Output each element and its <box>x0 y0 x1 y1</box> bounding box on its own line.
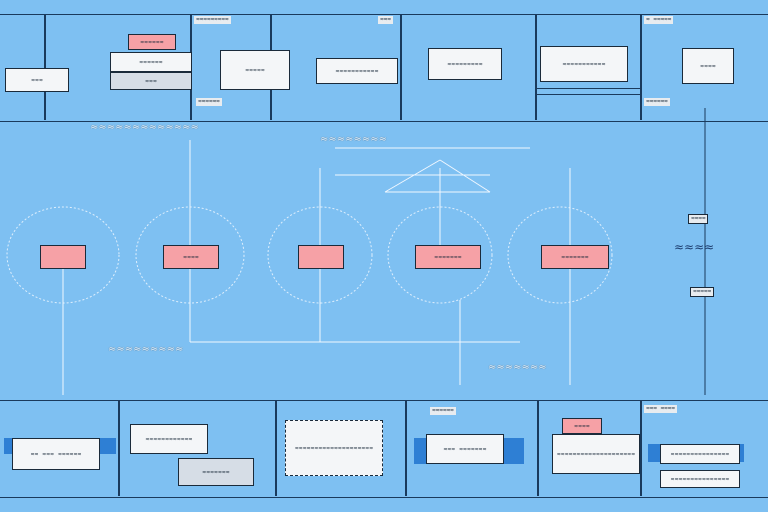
middle-heading-left: ≈≈≈≈≈≈≈≈≈≈≈≈≈ <box>90 122 199 133</box>
bottom-panel-4-header: ≈≈≈≈ <box>562 418 602 434</box>
top-divider-5 <box>535 14 537 120</box>
top-divider-6 <box>640 14 642 120</box>
bottom-divider-2 <box>275 400 277 496</box>
side-script: ≈≈≈≈ <box>674 240 715 254</box>
node-4[interactable]: ≈≈≈≈≈≈≈ <box>541 245 609 269</box>
bottom-divider-4 <box>537 400 539 496</box>
top-panel-5-rule-a <box>536 88 640 89</box>
side-tag-top: ≈≈≈≈ <box>688 214 709 224</box>
bottom-divider-3 <box>405 400 407 496</box>
bottom-divider-1 <box>118 400 120 496</box>
node-2[interactable] <box>298 245 344 269</box>
bottom-panel-0-box[interactable]: ≈≈ ≈≈≈ ≈≈≈≈≈≈ <box>12 438 100 470</box>
bottom-band <box>0 400 768 498</box>
top-band <box>0 14 768 122</box>
top-panel-2-box[interactable]: ≈≈≈≈≈ <box>220 50 290 90</box>
top-panel-1-header: ≈≈≈≈≈≈ <box>128 34 176 50</box>
bottom-panel-4-box[interactable]: ≈≈≈≈≈≈≈≈≈≈≈≈≈≈≈≈≈≈≈≈ <box>552 434 640 474</box>
bottom-panel-1-box-b[interactable]: ≈≈≈≈≈≈≈ <box>178 458 254 486</box>
bottom-panel-5-box-a[interactable]: ≈≈≈≈≈≈≈≈≈≈≈≈≈≈≈ <box>660 444 740 464</box>
node-0[interactable] <box>40 245 86 269</box>
top-panel-0-box[interactable]: ≈≈≈ <box>5 68 69 92</box>
top-panel-2-title: ≈≈≈≈≈≈≈≈≈ <box>194 16 231 24</box>
top-panel-2-footer: ≈≈≈≈≈≈ <box>196 98 222 106</box>
top-panel-4-box[interactable]: ≈≈≈≈≈≈≈≈≈ <box>428 48 502 80</box>
bottom-script-right: ≈≈≈≈≈≈≈ <box>488 362 547 373</box>
middle-heading-center: ≈≈≈≈≈≈≈≈ <box>320 134 388 145</box>
bottom-panel-5-box-b[interactable]: ≈≈≈≈≈≈≈≈≈≈≈≈≈≈≈ <box>660 470 740 488</box>
node-3[interactable]: ≈≈≈≈≈≈≈ <box>415 245 481 269</box>
bottom-divider-5 <box>640 400 642 496</box>
bottom-panel-5-title: ≈≈≈ ≈≈≈≈ <box>644 405 677 413</box>
top-panel-6-title: ≈ ≈≈≈≈≈ <box>644 16 674 24</box>
top-panel-3-box[interactable]: ≈≈≈≈≈≈≈≈≈≈≈ <box>316 58 398 84</box>
top-divider-1 <box>44 14 46 120</box>
top-panel-6-footer: ≈≈≈≈≈≈ <box>644 98 670 106</box>
bottom-panel-1-box-a[interactable]: ≈≈≈≈≈≈≈≈≈≈≈≈ <box>130 424 208 454</box>
top-panel-5-box[interactable]: ≈≈≈≈≈≈≈≈≈≈≈ <box>540 46 628 82</box>
top-panel-1-box-a[interactable]: ≈≈≈≈≈≈ <box>110 52 192 72</box>
top-panel-1-box-b[interactable]: ≈≈≈ <box>110 72 192 90</box>
top-panel-5-rule-b <box>536 94 640 95</box>
side-tag-bottom: ≈≈≈≈≈ <box>690 287 715 297</box>
node-1[interactable]: ≈≈≈≈ <box>163 245 219 269</box>
top-panel-6-box[interactable]: ≈≈≈≈ <box>682 48 734 84</box>
bottom-panel-2-box[interactable]: ≈≈≈≈≈≈≈≈≈≈≈≈≈≈≈≈≈≈≈≈ <box>285 420 383 476</box>
top-panel-3-title: ≈≈≈ <box>378 16 393 24</box>
bottom-panel-3-title: ≈≈≈≈≈≈ <box>430 407 456 415</box>
bottom-script-left: ≈≈≈≈≈≈≈≈≈ <box>108 344 184 355</box>
bottom-panel-3-box[interactable]: ≈≈≈ ≈≈≈≈≈≈≈ <box>426 434 504 464</box>
top-divider-4 <box>400 14 402 120</box>
